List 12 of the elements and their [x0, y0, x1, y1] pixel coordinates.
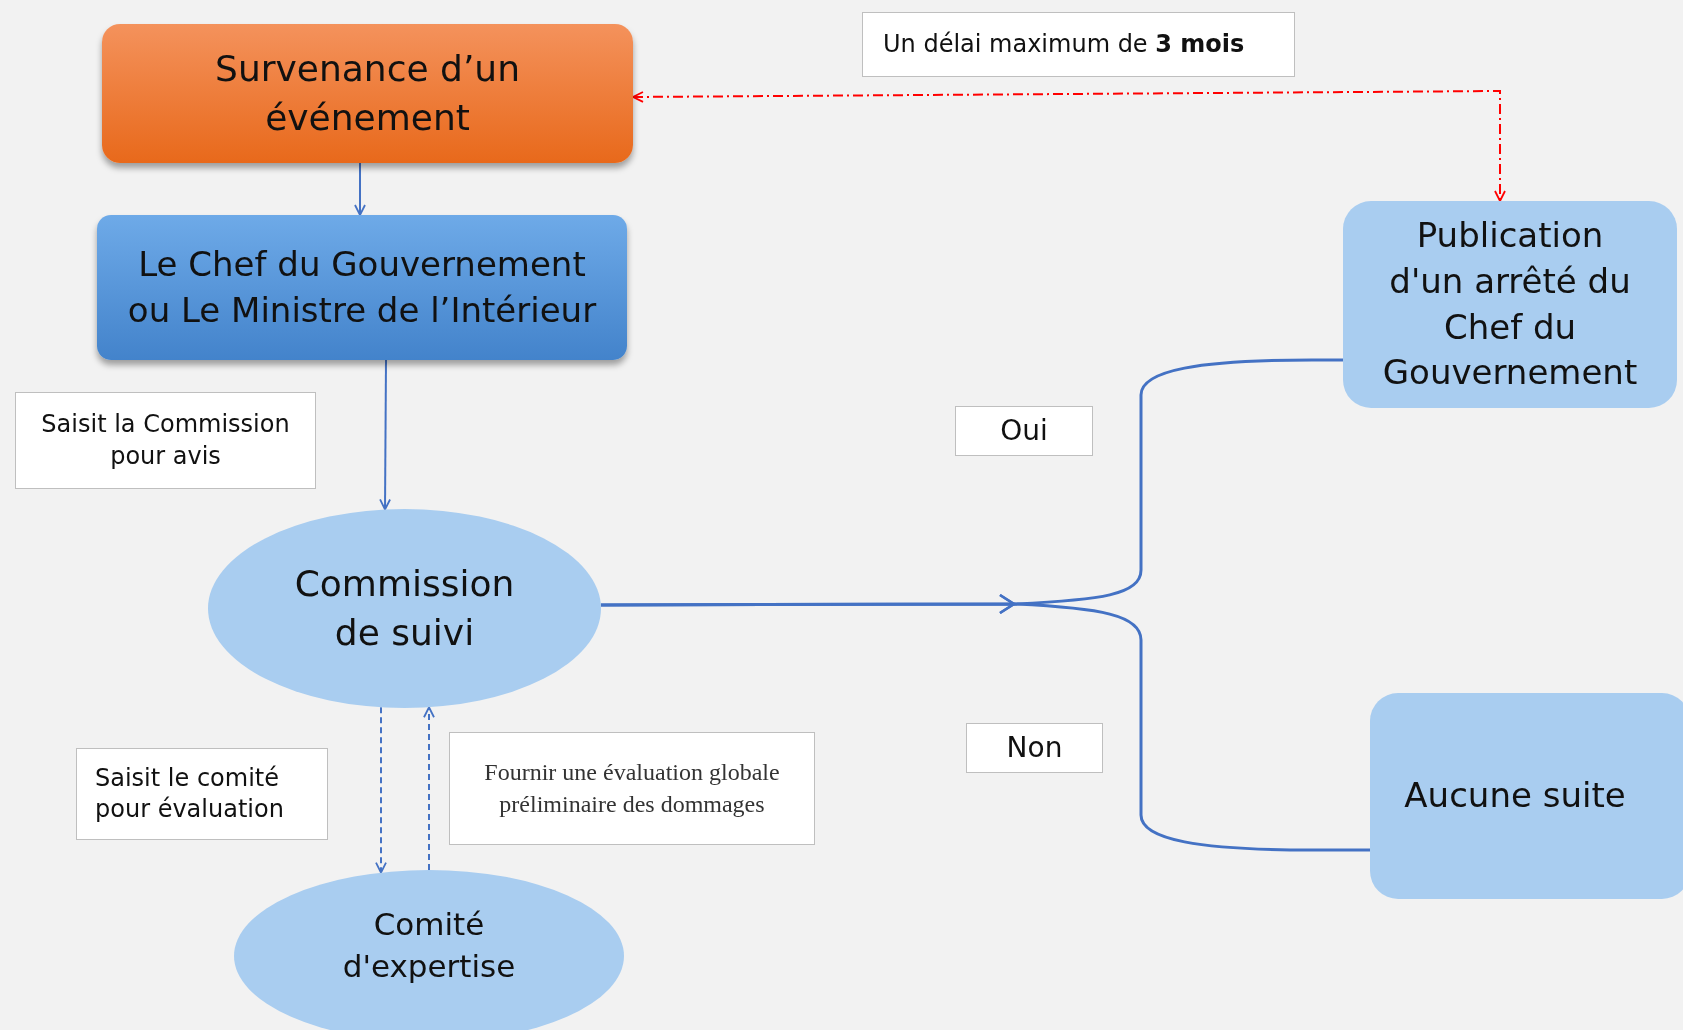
edge-label: Un délai maximum de 3 mois: [862, 12, 1295, 77]
edge-label: Saisit le comité pour évaluation: [76, 748, 328, 840]
authority-box: Le Chef du Gouvernement ou Le Ministre de l’Intérieur: [97, 215, 627, 360]
edge-label: Fournir une évaluation globale préliminaire des dommages: [449, 732, 815, 845]
committee-ellipse: Comité d'expertise: [234, 870, 624, 1030]
outcome-box: Publication d'un arrêté du Chef du Gouvernement: [1343, 201, 1677, 408]
commission-ellipse: Commission de suivi: [208, 509, 601, 708]
edge-label: Non: [966, 723, 1103, 773]
edge-label: Saisit la Commission pour avis: [15, 392, 316, 489]
edge-label: Oui: [955, 406, 1093, 456]
event-box: Survenance d’un événement: [102, 24, 633, 163]
outcome-box: Aucune suite: [1370, 693, 1683, 899]
